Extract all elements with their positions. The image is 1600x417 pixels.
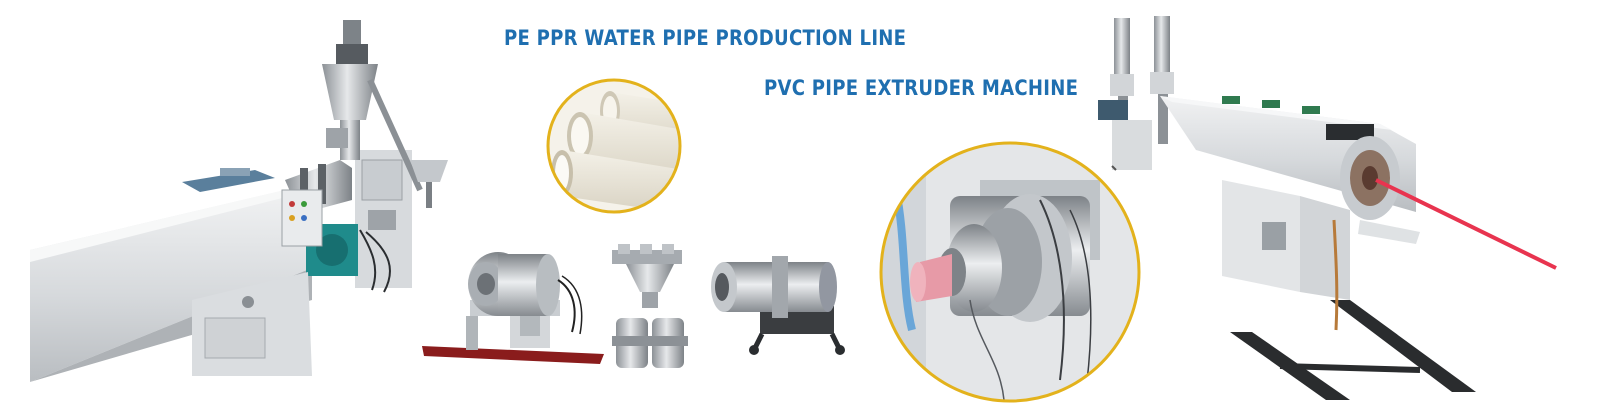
extruder-machine-left-photo <box>30 20 448 382</box>
manifold-die-photo <box>612 244 688 368</box>
pvc-pipes-circle-photo <box>546 78 682 214</box>
die-closeup-circle-photo <box>879 141 1141 403</box>
cylindrical-die-photo <box>711 256 845 355</box>
headline-pe-ppr-line: PE PPR WATER PIPE PRODUCTION LINE <box>504 26 907 50</box>
production-line-right-photo <box>1098 16 1557 400</box>
headline-pvc-extruder: PVC PIPE EXTRUDER MACHINE <box>764 76 1079 100</box>
extrusion-die-head-photo <box>422 252 604 364</box>
